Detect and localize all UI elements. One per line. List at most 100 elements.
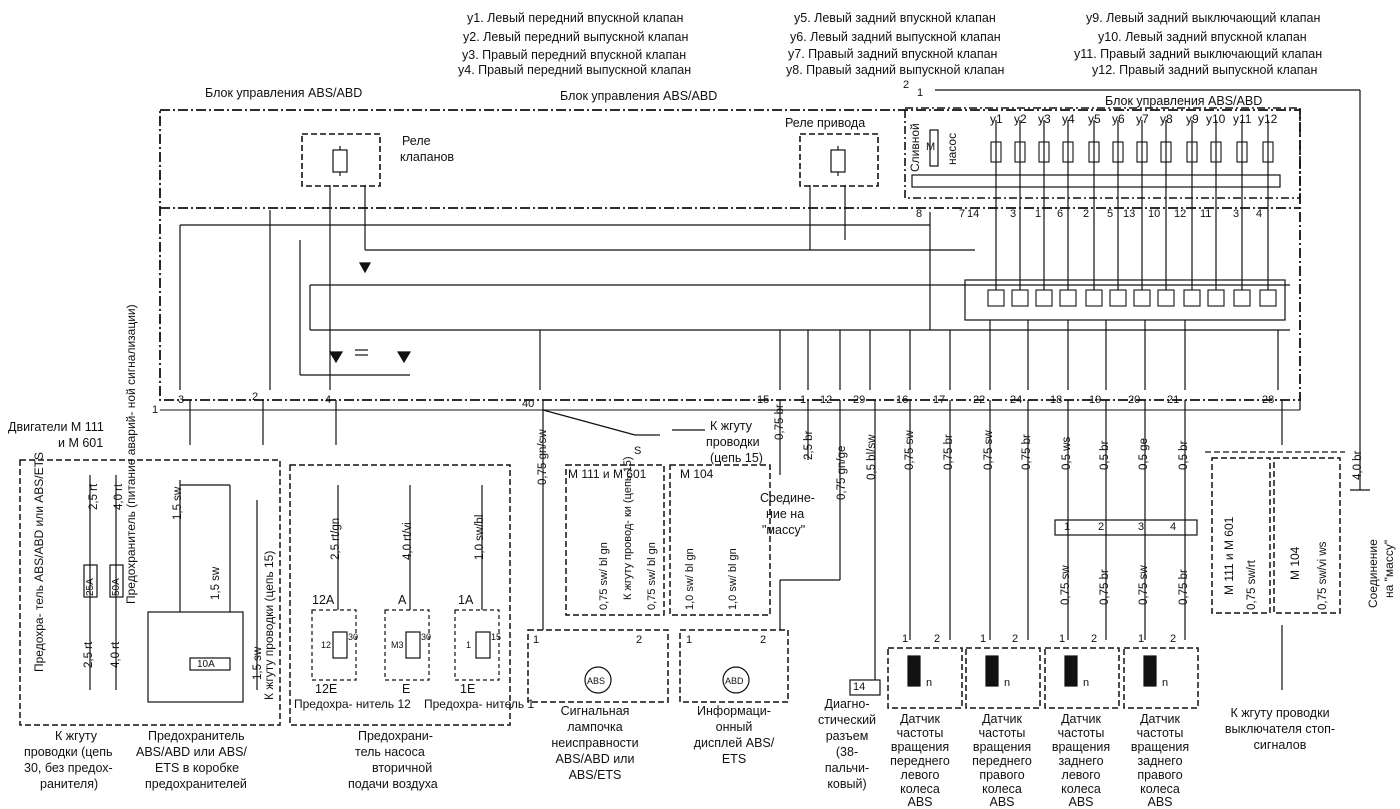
valve-y2: y2 [1014, 112, 1027, 126]
sensor-rr-title-1: Датчик [1140, 712, 1180, 726]
wire-17: 0,75 br [943, 434, 955, 470]
wire-1: 2,5 br [803, 430, 815, 460]
diag-title-2: стический [817, 713, 877, 727]
wire-19: 0,5 br [1099, 440, 1111, 470]
wire-25-top: 2,5 rt [88, 483, 100, 510]
legend-y7: y7. Правый задний впускной клапан [788, 47, 998, 61]
display-title-1: Информаци- [697, 704, 771, 718]
rear-pin-1: 1 [1064, 521, 1071, 533]
diag-title-3: разъем [825, 729, 869, 743]
ground-line-1: Соедине- [760, 491, 815, 505]
wire-22: 0,75 sw [983, 430, 995, 470]
sensor-fl-title-2: частоты [896, 726, 944, 740]
wire-16: 0,75 sw [904, 430, 916, 470]
pred12-desc: Предохра- нитель 12 [294, 697, 411, 711]
stop-variant-a: М 111 и М 601 [1222, 516, 1236, 595]
sensor-wire-b: 0,75 br [1099, 569, 1111, 605]
sensor-fr-pin-1: 1 [980, 633, 987, 645]
sensor-rl-title-7: ABS [1068, 795, 1094, 809]
valve-y7: y7 [1136, 112, 1149, 126]
bottom-left-m4: предохранителей [145, 777, 247, 791]
pump-motor-label: М [926, 141, 936, 153]
pump-fuse-l1: Предохрани- [358, 729, 433, 743]
stop-variant-a-box [1211, 457, 1271, 614]
display-pin-1: 1 [686, 634, 693, 646]
lower-pin-19: 19 [1089, 394, 1102, 406]
lower-pin-20: 20 [1128, 394, 1141, 406]
wire-50-bot: 4,0 rt [110, 641, 122, 668]
valve-y5: y5 [1088, 112, 1101, 126]
lamp-wire-b1: 1,0 sw/ bl gn [684, 548, 696, 610]
wire-40: 0,75 gn/sw [537, 429, 549, 485]
lower-pin-2: 2 [252, 391, 259, 403]
valve-y4: y4 [1062, 112, 1075, 126]
wire-mass: 4,0 br [1352, 450, 1364, 480]
warning-lamp-box [527, 629, 669, 703]
drain-pump-label: Сливной [908, 123, 922, 172]
valve-y3: y3 [1038, 112, 1051, 126]
sensor-fr-title-1: Датчик [982, 712, 1022, 726]
abs-fuse-desc: Предохра- тель ABS/ABD или ABS/ETS [32, 452, 46, 672]
switch-s-label: S [634, 445, 642, 457]
upper-pin-8: 8 [916, 208, 923, 220]
fuse-a-num: M3 [391, 640, 404, 650]
sensor-fr-title-3: вращения [972, 740, 1032, 754]
lower-pin-3: 3 [178, 394, 185, 406]
upper-pin-12: 12 [1174, 208, 1187, 220]
drive-relay-label: Реле привода [785, 116, 866, 130]
rear-pin-4: 4 [1170, 521, 1177, 533]
lower-pin-18: 18 [1050, 394, 1063, 406]
legend-y6: y6. Левый задний выпускной клапан [790, 30, 1001, 44]
lamp-title-3: неисправности [551, 736, 639, 750]
sensor-rr-title-4: заднего [1137, 754, 1183, 768]
lower-pin-21: 21 [1167, 394, 1180, 406]
lower-pin-15: 15 [757, 394, 770, 406]
sensor-fr-title-6: колеса [982, 782, 1022, 796]
upper-pin-13: 13 [1123, 208, 1136, 220]
sensor-front-left-box [887, 647, 963, 709]
stop-title-1: К жгуту проводки [1230, 706, 1330, 720]
stop-title-3: сигналов [1253, 738, 1307, 752]
harness15-line-2: проводки [706, 435, 760, 449]
upper-pin-5: 5 [1107, 208, 1114, 220]
bottom-left-m1: Предохранитель [148, 729, 245, 743]
lower-pin-40: 40 [522, 398, 535, 410]
sensor-rl-title-2: частоты [1057, 726, 1105, 740]
sensor-rl-title-1: Датчик [1061, 712, 1101, 726]
lamp-wire-a2: К жгуту провод- ки (цепь 15) [622, 456, 634, 600]
legend-y10: y10. Левый задний впускной клапан [1098, 30, 1307, 44]
stop-title-2: выключателя стоп- [1224, 722, 1336, 736]
valve-y8: y8 [1160, 112, 1173, 126]
sensor-fl-pin-2: 2 [934, 633, 941, 645]
upper-pin-6: 6 [1057, 208, 1064, 220]
sensor-fr-title-5: правого [979, 768, 1025, 782]
lower-pin-22: 22 [973, 394, 986, 406]
sensor-rr-n: n [1162, 677, 1169, 689]
sensor-rear-right-box [1123, 647, 1199, 709]
upper-pin-7: 7 [959, 208, 966, 220]
harness15-vertical: К жгуту проводки (цепь 15) [262, 550, 276, 700]
diag-title-6: ковый) [827, 777, 867, 791]
lamp-variant-a: М 111 и М 601 [568, 467, 647, 481]
lamp-title-2: лампочка [567, 720, 623, 734]
upper-pin-3a: 3 [1010, 208, 1017, 220]
alarm-fuse-desc: Предохранитель (питание аварий- ной сигн… [124, 304, 138, 604]
upper-pin-10: 10 [1148, 208, 1161, 220]
lamp-variant-b: М 104 [680, 467, 714, 481]
sensor-wire-c: 0,75 sw [1138, 565, 1150, 605]
sensor-rl-title-3: вращения [1051, 740, 1111, 754]
wire-sw-mid: 1,5 sw [210, 566, 222, 600]
pump-label: насос [945, 132, 959, 165]
lamp-pin-1: 1 [533, 634, 540, 646]
sensor-rr-title-5: правого [1137, 768, 1183, 782]
bottom-left-l2: проводки (цепь [24, 745, 113, 759]
block-label-mid: Блок управления ABS/ABD [560, 89, 718, 103]
legend-y5: y5. Левый задний впускной клапан [794, 11, 996, 25]
display-title-4: ETS [721, 752, 747, 766]
sensor-fr-title-4: переднего [972, 754, 1032, 768]
fuse-12e-label: 12E [315, 682, 338, 696]
sensor-rr-title-2: частоты [1136, 726, 1184, 740]
upper-pin-4: 4 [1256, 208, 1263, 220]
upper-pin-14: 14 [967, 208, 980, 220]
